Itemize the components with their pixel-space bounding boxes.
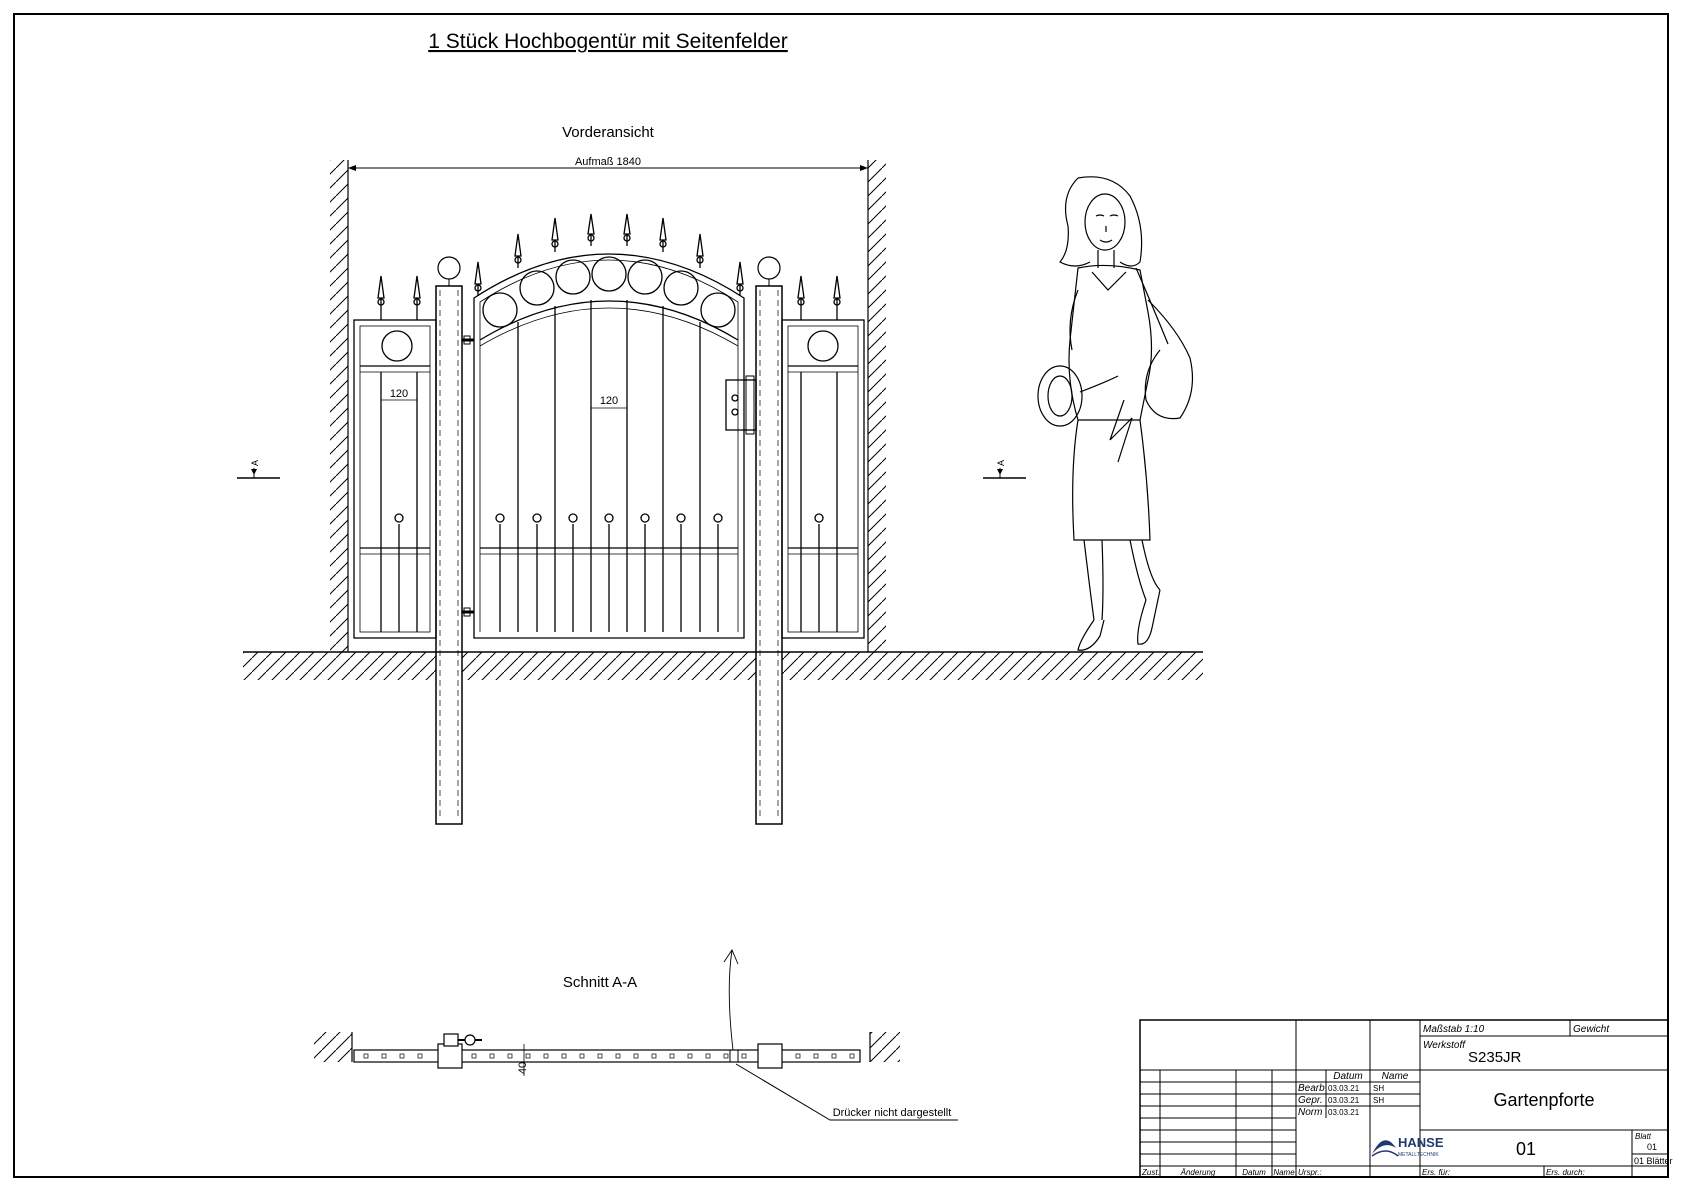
section-slot: [525, 1053, 531, 1059]
section-slot: [651, 1053, 657, 1059]
front-view: Vorderansicht Aufmaß 1840: [237, 124, 1203, 825]
section-view-label: Schnitt A-A: [563, 974, 637, 991]
left-post: [435, 256, 463, 825]
drawing-name: Gartenpforte: [1493, 1090, 1594, 1110]
section-slot: [471, 1053, 477, 1059]
section-slot: [669, 1053, 675, 1059]
row-gepr-label: Gepr.: [1298, 1095, 1323, 1106]
title-block-text: Maßstab 1:10 Gewicht Werkstoff S235JR Da…: [1141, 1024, 1673, 1177]
section-slots: [363, 1053, 855, 1059]
ground-line: [243, 651, 1203, 680]
front-view-label: Vorderansicht: [562, 124, 655, 141]
left-panel-dimension-label: 120: [390, 388, 408, 400]
sheet-border: [13, 13, 1669, 1178]
section-slot: [795, 1053, 801, 1059]
section-slot: [687, 1053, 693, 1059]
company-sub: METALLTECHNIK: [1398, 1152, 1439, 1158]
title-block: [1139, 1019, 1669, 1178]
left-side-panel: [353, 275, 437, 639]
section-slot: [489, 1053, 495, 1059]
section-slot: [363, 1053, 369, 1059]
section-slot: [543, 1053, 549, 1059]
section-slot: [381, 1053, 387, 1059]
section-slot: [741, 1053, 747, 1059]
row-norm-label: Norm: [1298, 1107, 1322, 1118]
section-slot: [705, 1053, 711, 1059]
row-norm-date: 03.03.21: [1328, 1108, 1360, 1117]
col-datum-header: Datum: [1333, 1071, 1362, 1082]
section-marker-right: A: [983, 460, 1026, 479]
left-panel-dimension: 120: [380, 388, 418, 406]
svg-text:A: A: [996, 460, 1006, 466]
drawing-title: 1 Stück Hochbogentür mit Seitenfelder: [428, 30, 788, 53]
sheet-number: 01: [1647, 1142, 1657, 1152]
section-slot: [813, 1053, 819, 1059]
section-slot: [849, 1053, 855, 1059]
door-dimension-label: 120: [600, 395, 618, 407]
drawing-number: 01: [1516, 1139, 1536, 1159]
sheet-label: Blatt: [1635, 1132, 1652, 1141]
right-wall: [867, 160, 886, 652]
footer-ers-fuer: Ers. für:: [1422, 1168, 1450, 1177]
section-slot: [417, 1053, 423, 1059]
handle-note: Drücker nicht dargestellt: [735, 1063, 958, 1121]
section-slot: [831, 1053, 837, 1059]
sheets-total: 01 Blätter: [1634, 1156, 1673, 1166]
section-slot: [399, 1053, 405, 1059]
right-side-panel: [781, 275, 865, 639]
right-post: [755, 256, 783, 825]
section-slot: [633, 1053, 639, 1059]
section-dimension-label: 40: [517, 1062, 529, 1074]
company-logo: HANSE METALLTECHNIK: [1371, 1135, 1444, 1158]
col-name-header: Name: [1382, 1071, 1409, 1082]
footer-ers-durch: Ers. durch:: [1546, 1168, 1585, 1177]
material-label: Werkstoff: [1423, 1040, 1466, 1051]
section-dimension: 40: [517, 1044, 529, 1076]
row-bearb-name: SH: [1373, 1084, 1384, 1093]
overall-dimension-label: Aufmaß 1840: [575, 156, 641, 168]
section-slot: [561, 1053, 567, 1059]
overall-dimension: Aufmaß 1840: [348, 156, 868, 171]
weight-label: Gewicht: [1573, 1024, 1610, 1035]
handle-note-label: Drücker nicht dargestellt: [833, 1107, 952, 1119]
section-view: Schnitt A-A 40 Drücker nicht dargestellt: [314, 949, 958, 1121]
section-marker-left: A: [237, 460, 280, 479]
arched-door: [462, 213, 757, 639]
row-gepr-name: SH: [1373, 1096, 1384, 1105]
section-profile: [353, 949, 861, 1069]
scale-label: Maßstab 1:10: [1423, 1024, 1485, 1035]
footer-zust: Zust.: [1141, 1168, 1160, 1177]
company-name: HANSE: [1398, 1135, 1444, 1150]
svg-text:A: A: [250, 460, 260, 466]
footer-aenderung: Änderung: [1180, 1168, 1216, 1177]
section-slot: [579, 1053, 585, 1059]
section-slot: [723, 1053, 729, 1059]
row-bearb-label: Bearb: [1298, 1083, 1325, 1094]
scale-figure-woman: [1037, 176, 1194, 651]
footer-name: Name: [1273, 1168, 1295, 1177]
material-value: S235JR: [1468, 1049, 1522, 1066]
section-slot: [615, 1053, 621, 1059]
section-slot: [507, 1053, 513, 1059]
section-slot: [597, 1053, 603, 1059]
left-wall: [330, 160, 349, 652]
row-bearb-date: 03.03.21: [1328, 1084, 1360, 1093]
footer-urspr: Urspr.:: [1298, 1168, 1322, 1177]
footer-datum: Datum: [1242, 1168, 1266, 1177]
door-dimension: 120: [590, 395, 628, 414]
row-gepr-date: 03.03.21: [1328, 1096, 1360, 1105]
